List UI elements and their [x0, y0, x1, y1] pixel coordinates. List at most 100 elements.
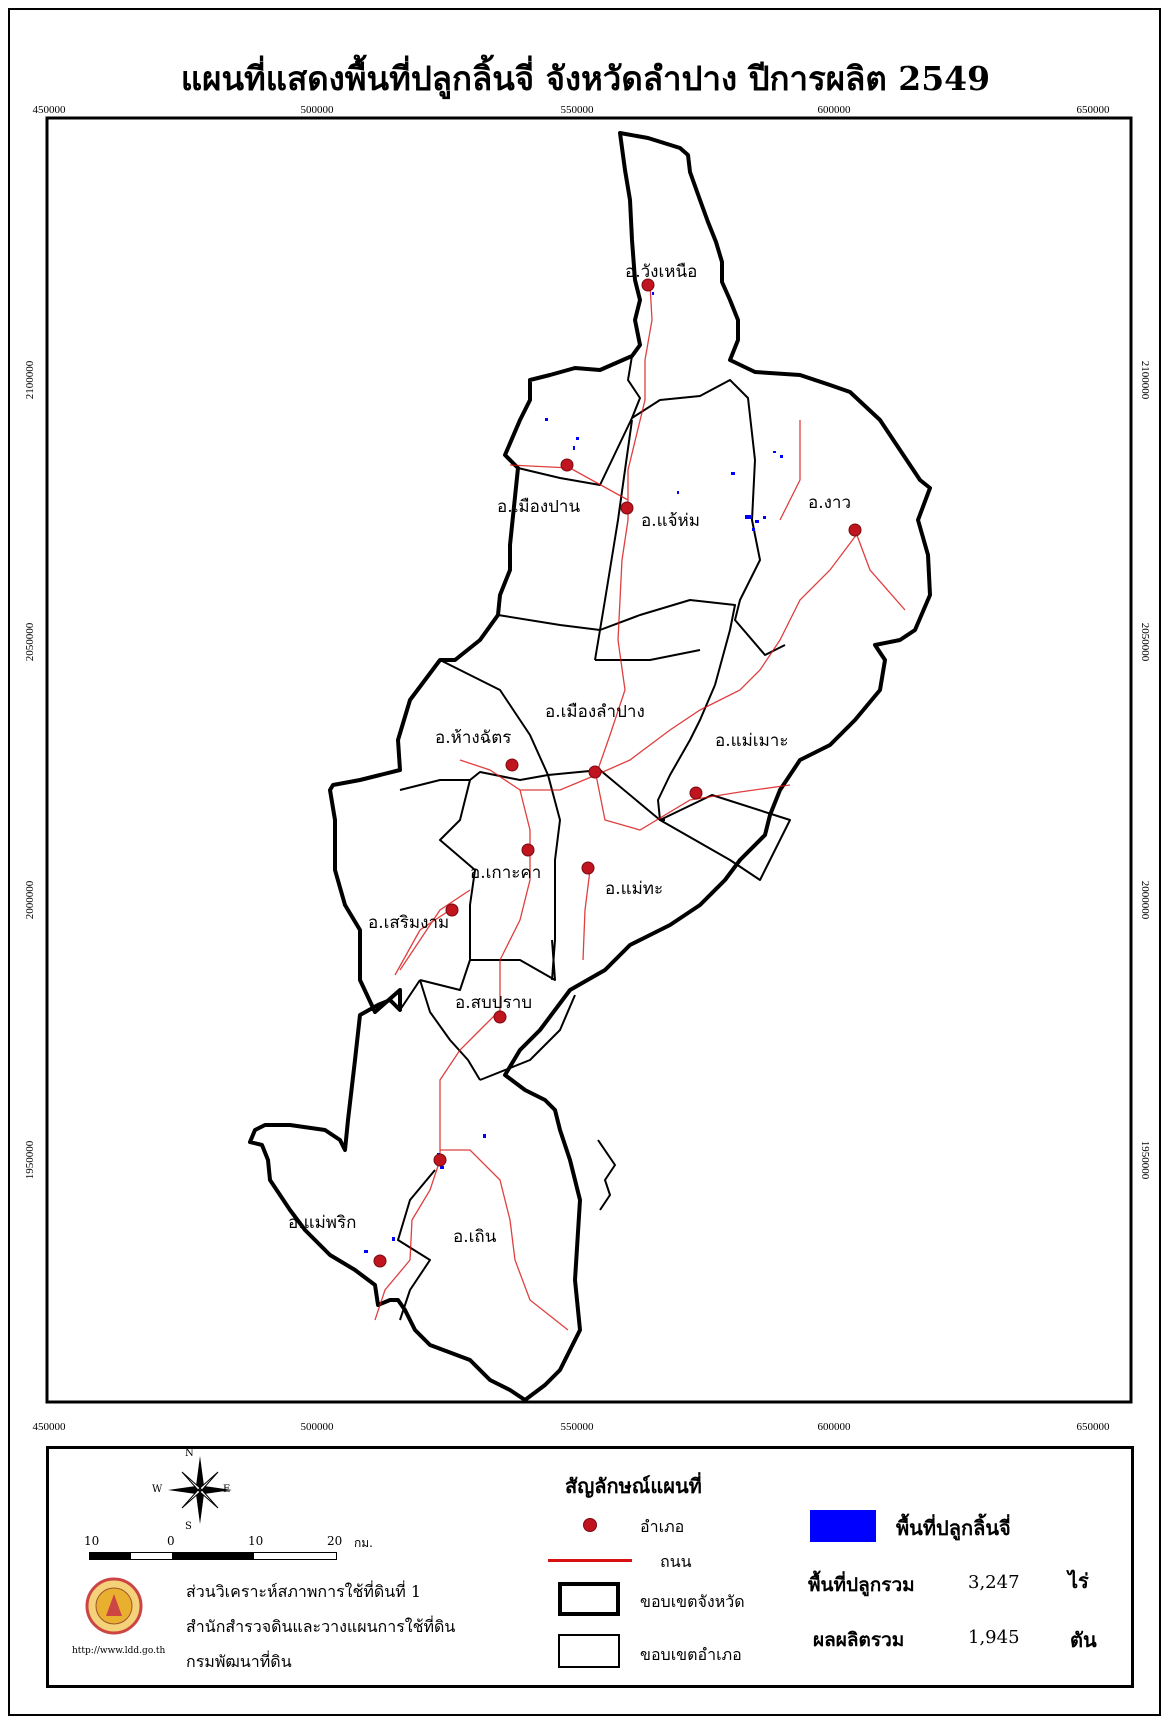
scale-label: 20	[327, 1534, 343, 1548]
lychee-patch	[745, 515, 751, 519]
x-tick-label: 550000	[561, 104, 595, 116]
district-label: อ.แม่ทะ	[605, 879, 663, 899]
road	[409, 789, 531, 1261]
compass-star-south	[196, 1490, 204, 1524]
district-label: อ.แจ้ห่ม	[641, 511, 700, 531]
road	[394, 909, 451, 976]
district-boundary	[419, 979, 481, 1081]
y-tick-label: 2050000	[24, 622, 36, 661]
compass-e: E	[223, 1484, 231, 1495]
road	[595, 529, 861, 776]
scale-unit: กม.	[354, 1536, 373, 1550]
legend-panel	[46, 1446, 1134, 1688]
road	[779, 420, 801, 521]
district-boundary	[399, 771, 549, 791]
legend-district-point-label: อำเภอ	[640, 1517, 685, 1536]
road	[854, 529, 906, 611]
district-point	[433, 1153, 447, 1167]
district-boundary	[439, 659, 549, 776]
logo-emblem	[106, 1594, 122, 1616]
district-label: อ.เมืองปาน	[497, 497, 580, 517]
legend-road-label: ถนน	[660, 1552, 692, 1571]
lychee-patch	[483, 1134, 486, 1138]
compass-star-sw	[181, 1489, 201, 1509]
x-tick-label: 450000	[33, 104, 67, 116]
y-tick-label: 2100000	[1139, 361, 1151, 400]
road	[374, 1259, 411, 1321]
legend-district-boundary-symbol	[558, 1634, 620, 1668]
road	[399, 889, 471, 971]
compass-star-ne	[199, 1471, 219, 1491]
lychee-patch	[545, 418, 548, 421]
district-boundary	[547, 774, 561, 981]
agency-url: http://www.ldd.go.th	[72, 1646, 166, 1656]
district-point	[493, 1010, 507, 1024]
district-point	[445, 903, 459, 917]
legend-road-symbol	[548, 1559, 632, 1562]
district-point	[848, 523, 862, 537]
district-label: อ.เกาะคา	[470, 863, 541, 883]
compass-star-north	[196, 1456, 204, 1490]
map-title: แผนที่แสดงพื้นที่ปลูกลิ้นจี่ จังหวัดลำปา…	[180, 59, 991, 98]
compass-star-east	[200, 1486, 232, 1494]
province-boundary	[248, 131, 932, 1402]
district-boundary	[397, 1169, 436, 1321]
stat-yield-label: ผลผลิตรวม	[813, 1629, 905, 1651]
legend-district-point-symbol	[583, 1518, 597, 1532]
page-frame	[8, 8, 1161, 1716]
district-label: อ.สบปราบ	[455, 993, 532, 1013]
compass-s: S	[185, 1521, 192, 1532]
lychee-patch	[752, 528, 755, 531]
district-label: อ.วังเหนือ	[625, 262, 697, 282]
y-axis-right: 2100000 2050000 2000000 1950000	[1139, 361, 1151, 1180]
lychee-patch	[755, 520, 759, 523]
district-point	[373, 1254, 387, 1268]
x-tick-label: 650000	[1077, 104, 1111, 116]
compass-rose	[168, 1456, 232, 1524]
lychee-patch	[440, 1166, 444, 1169]
district-point	[505, 758, 519, 772]
district-boundary	[419, 779, 476, 991]
scale-segment	[90, 1553, 131, 1559]
district-point	[620, 501, 634, 515]
district-boundary	[659, 794, 791, 881]
legend-province-boundary-label: ขอบเขตจังหวัด	[640, 1592, 745, 1611]
lychee-patch	[576, 437, 579, 440]
agency-line-3: กรมพัฒนาที่ดิน	[186, 1652, 292, 1671]
lychee-patch	[652, 292, 654, 295]
district-boundary	[657, 684, 716, 821]
stat-yield-value: 1,945	[968, 1627, 1020, 1648]
x-tick-label: 600000	[818, 1421, 852, 1433]
legend-district-boundary-label: ขอบเขตอำเภอ	[640, 1645, 742, 1664]
x-tick-label: 450000	[33, 1421, 67, 1433]
district-boundary	[479, 994, 576, 1081]
road	[459, 759, 597, 791]
x-tick-label: 550000	[561, 1421, 595, 1433]
stat-area-label: พื้นที่ปลูกรวม	[808, 1574, 915, 1596]
district-point	[689, 786, 703, 800]
road	[595, 284, 653, 776]
y-tick-label: 2000000	[1139, 881, 1151, 920]
scale-segment	[172, 1553, 254, 1559]
y-axis-left: 2100000 2050000 2000000 1950000	[24, 360, 36, 1179]
district-boundary	[597, 1139, 616, 1211]
scale-bar	[89, 1552, 337, 1560]
stat-area-unit: ไร่	[1068, 1569, 1089, 1593]
lychee-patch	[392, 1237, 395, 1241]
agency-line-1: ส่วนวิเคราะห์สภาพการใช้ที่ดินที่ 1	[186, 1582, 422, 1601]
legend-lychee-symbol	[810, 1510, 876, 1542]
compass-star-west	[168, 1486, 200, 1494]
district-point	[588, 765, 602, 779]
district-label: อ.เมืองลำปาง	[545, 702, 645, 722]
x-tick-label: 500000	[301, 104, 335, 116]
district-point	[641, 278, 655, 292]
compass-w: W	[152, 1484, 163, 1495]
district-boundary	[734, 459, 786, 656]
y-tick-label: 2100000	[24, 360, 36, 399]
agency-line-2: สำนักสำรวจดินและวางแผนการใช้ที่ดิน	[186, 1617, 456, 1636]
x-tick-label: 500000	[301, 1421, 335, 1433]
y-tick-label: 1950000	[1139, 1141, 1151, 1180]
legend-heading: สัญลักษณ์แผนที่	[565, 1474, 702, 1498]
district-boundary	[497, 599, 736, 686]
